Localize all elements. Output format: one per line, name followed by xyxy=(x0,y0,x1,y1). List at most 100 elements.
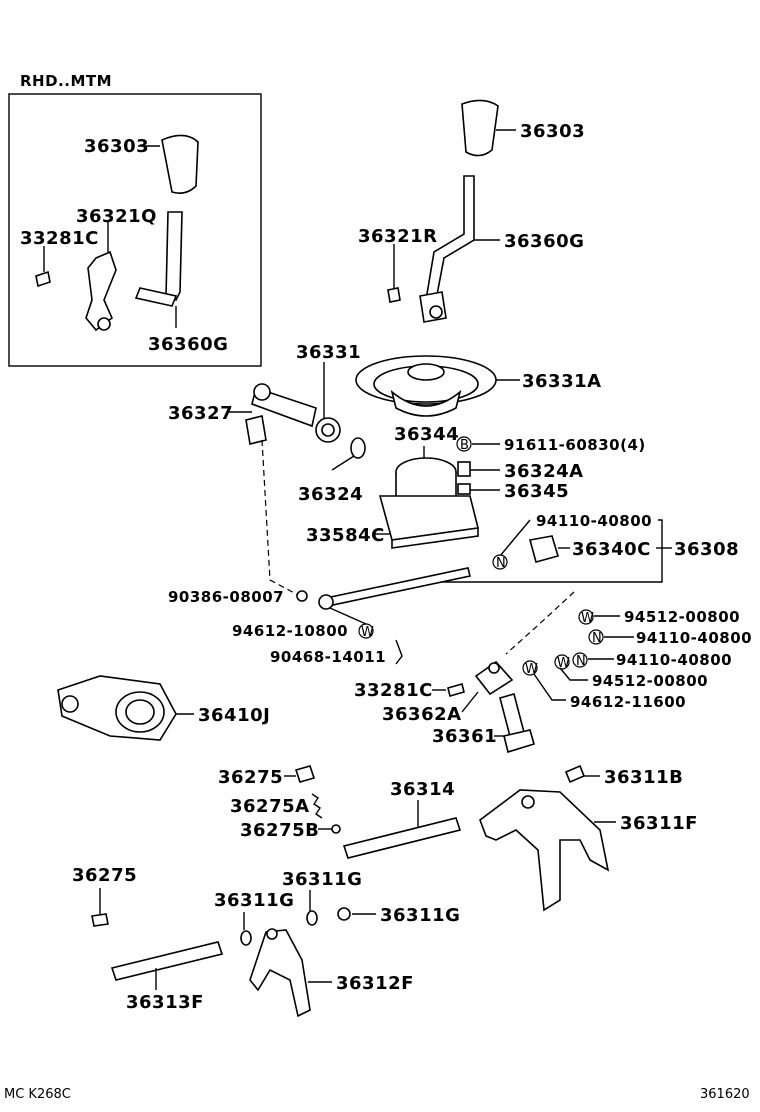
label-36275-b[interactable]: 36275 xyxy=(72,865,137,886)
label-36324A[interactable]: 36324A xyxy=(504,461,584,482)
svg-text:W: W xyxy=(361,625,374,640)
label-36311G-a[interactable]: 36311G xyxy=(214,890,294,911)
label-36311G-b[interactable]: 36311G xyxy=(282,869,362,890)
label-94110-40800-c[interactable]: 94110-40800 xyxy=(616,651,732,669)
adapter-group: 36410J xyxy=(57,675,270,741)
label-36311B[interactable]: 36311B xyxy=(604,767,683,788)
shaft-group: 36275 36275A 36275B 36314 xyxy=(218,765,462,859)
label-36313F[interactable]: 36313F xyxy=(126,992,204,1013)
inset-knob-shape xyxy=(161,134,199,194)
fastener-group: W 94512-00800 N 94110-40800 W N 94110-40… xyxy=(505,591,752,711)
label-36275A[interactable]: 36275A xyxy=(230,796,310,817)
link-rod xyxy=(325,567,471,607)
label-94110-40800-b[interactable]: 94110-40800 xyxy=(636,629,752,647)
fork-36311F xyxy=(479,789,610,912)
label-33281C-inset[interactable]: 33281C xyxy=(20,228,99,249)
label-36410J[interactable]: 36410J xyxy=(198,705,270,726)
inset-frame xyxy=(8,93,262,367)
inset-group: RHD..MTM 36303 36360G 36321Q 33281C xyxy=(8,72,262,367)
label-36303[interactable]: 36303 xyxy=(520,121,585,142)
label-36362A[interactable]: 36362A xyxy=(382,704,462,725)
inset-lever-shaft xyxy=(165,211,183,302)
label-90468-14011[interactable]: 90468-14011 xyxy=(270,648,386,666)
label-36324[interactable]: 36324 xyxy=(298,484,363,505)
svg-text:N: N xyxy=(496,556,506,571)
nut-symbol-c xyxy=(572,652,588,668)
shift-rod-group: 36331 36327 36324 xyxy=(168,342,366,505)
label-36340C[interactable]: 36340C xyxy=(572,539,651,560)
bracket-36340C xyxy=(528,535,560,563)
label-90386-08007[interactable]: 90386-08007 xyxy=(168,588,284,606)
nut-symbol-b xyxy=(588,629,604,645)
nut-symbol-a xyxy=(492,554,508,570)
svg-text:W: W xyxy=(557,656,570,671)
spring-36275A xyxy=(311,793,323,819)
select-lever-group: 33281C 36362A 36361 xyxy=(354,660,535,754)
label-36321R[interactable]: 36321R xyxy=(358,226,437,247)
label-94110-40800-a[interactable]: 94110-40800 xyxy=(536,512,652,530)
label-36344[interactable]: 36344 xyxy=(394,424,459,445)
inset-pin xyxy=(35,270,51,288)
washer-symbol-d xyxy=(522,660,538,676)
fork-small-group: 36275 36311G 36311G 36311G 36312F 36313F xyxy=(72,865,460,1018)
label-94612-10800[interactable]: 94612-10800 xyxy=(232,622,348,640)
clip-36311G-b xyxy=(306,910,318,926)
plug-36275-b xyxy=(91,913,109,927)
clip-36311G-c xyxy=(337,907,351,921)
label-36321Q[interactable]: 36321Q xyxy=(76,206,157,227)
boot-group: 36331A xyxy=(355,355,602,417)
bracket-group: 94110-40800 N 36340C 36308 xyxy=(440,512,739,583)
bushing-36324A xyxy=(457,461,471,477)
label-33281C[interactable]: 33281C xyxy=(354,680,433,701)
label-36311F[interactable]: 36311F xyxy=(620,813,698,834)
label-36314[interactable]: 36314 xyxy=(390,779,455,800)
svg-text:W: W xyxy=(525,662,538,677)
label-94612-11600[interactable]: 94612-11600 xyxy=(570,693,686,711)
washer-symbol-c xyxy=(554,654,570,670)
label-36327[interactable]: 36327 xyxy=(168,403,233,424)
label-36360G[interactable]: 36360G xyxy=(504,231,584,252)
label-33584C[interactable]: 33584C xyxy=(306,525,385,546)
label-36331[interactable]: 36331 xyxy=(296,342,361,363)
ball-36275B xyxy=(331,824,341,834)
inset-lever-arm xyxy=(134,287,178,307)
plug-36275 xyxy=(294,765,316,783)
footer-code-left: MC K268C xyxy=(4,1087,71,1102)
label-36308[interactable]: 36308 xyxy=(674,539,739,560)
label-91611-60830[interactable]: 91611-60830(4) xyxy=(504,436,646,454)
clip-36311G-a xyxy=(240,930,252,946)
fork-large-group: 36311B 36311F xyxy=(479,764,698,912)
svg-text:B: B xyxy=(460,438,469,453)
label-36303-inset[interactable]: 36303 xyxy=(84,136,149,157)
fork-36312F xyxy=(249,929,311,1018)
main-lever-group: 36303 36360G 36321R xyxy=(358,99,585,323)
label-36275B[interactable]: 36275B xyxy=(240,820,319,841)
label-36360G-inset[interactable]: 36360G xyxy=(148,334,228,355)
label-36312F[interactable]: 36312F xyxy=(336,973,414,994)
label-36311G-c[interactable]: 36311G xyxy=(380,905,460,926)
svg-text:N: N xyxy=(592,631,602,646)
label-36331A[interactable]: 36331A xyxy=(522,371,602,392)
svg-text:W: W xyxy=(581,611,594,626)
link-rod-group: 90386-08007 94612-10800 W 90468-14011 xyxy=(168,439,471,666)
pin-36311B xyxy=(564,764,586,784)
knob-shape xyxy=(461,99,499,157)
label-36275[interactable]: 36275 xyxy=(218,767,283,788)
clip-36324 xyxy=(350,437,366,459)
housing-group: 36344 33584C B 91611-60830(4) 36324A 363… xyxy=(306,424,646,549)
shaft-36314 xyxy=(342,817,462,859)
label-36361[interactable]: 36361 xyxy=(432,726,497,747)
collar-36345 xyxy=(457,483,471,495)
footer-code-right: 361620 xyxy=(700,1087,750,1102)
bolt-symbol xyxy=(456,436,472,452)
label-94512-00800-a[interactable]: 94512-00800 xyxy=(624,608,740,626)
washer-symbol-b xyxy=(578,609,594,625)
svg-text:N: N xyxy=(576,654,586,669)
pin-33281C xyxy=(447,683,465,697)
label-36345[interactable]: 36345 xyxy=(504,481,569,502)
pin-36321R xyxy=(387,287,401,303)
shaft-36313F xyxy=(110,941,224,981)
label-94512-00800-b[interactable]: 94512-00800 xyxy=(592,672,708,690)
